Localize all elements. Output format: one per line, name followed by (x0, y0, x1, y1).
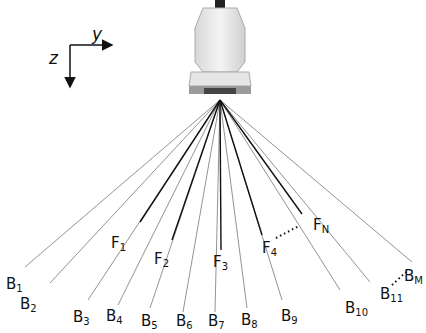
beam-label: B7 (208, 314, 225, 331)
beam-line (183, 100, 220, 312)
axis-label: y (92, 26, 102, 43)
beam-label: F2 (154, 252, 169, 269)
beam-label: B11 (380, 287, 403, 304)
focus-line (220, 100, 302, 214)
beam-line (50, 100, 220, 283)
axes (70, 45, 112, 87)
beam-line (220, 100, 282, 300)
beam-label: F1 (111, 236, 126, 253)
beam-line (25, 100, 220, 267)
beam-label: F3 (213, 255, 228, 272)
ellipsis-dots (392, 272, 406, 285)
beam-line (220, 100, 340, 290)
focus-line (172, 100, 220, 240)
beam-label: B2 (20, 297, 37, 314)
beam-label: B9 (281, 309, 298, 326)
beam-label: B1 (6, 277, 23, 294)
beam-label: F4 (262, 241, 277, 258)
beam-label: B5 (141, 314, 158, 331)
beam-label: B4 (106, 309, 123, 326)
beam-line (220, 100, 370, 282)
beam-line (215, 100, 220, 312)
axis-label: z (49, 50, 58, 67)
beam-label: B10 (345, 301, 368, 318)
beam-label: FN (313, 218, 329, 235)
beam-line (88, 100, 220, 300)
focus-line (220, 100, 262, 235)
focus-line (220, 100, 221, 250)
beam-label: B8 (241, 313, 258, 330)
beam-lines (25, 100, 412, 312)
beam-line (150, 100, 220, 308)
beam-line (118, 100, 220, 305)
ellipsis-dots (276, 226, 299, 238)
probe (189, 0, 251, 94)
beam-label: B3 (73, 310, 90, 327)
beam-label: BM (404, 269, 423, 286)
beam-label: B6 (176, 314, 193, 331)
beam-line (220, 100, 412, 262)
focus-line (140, 100, 220, 222)
